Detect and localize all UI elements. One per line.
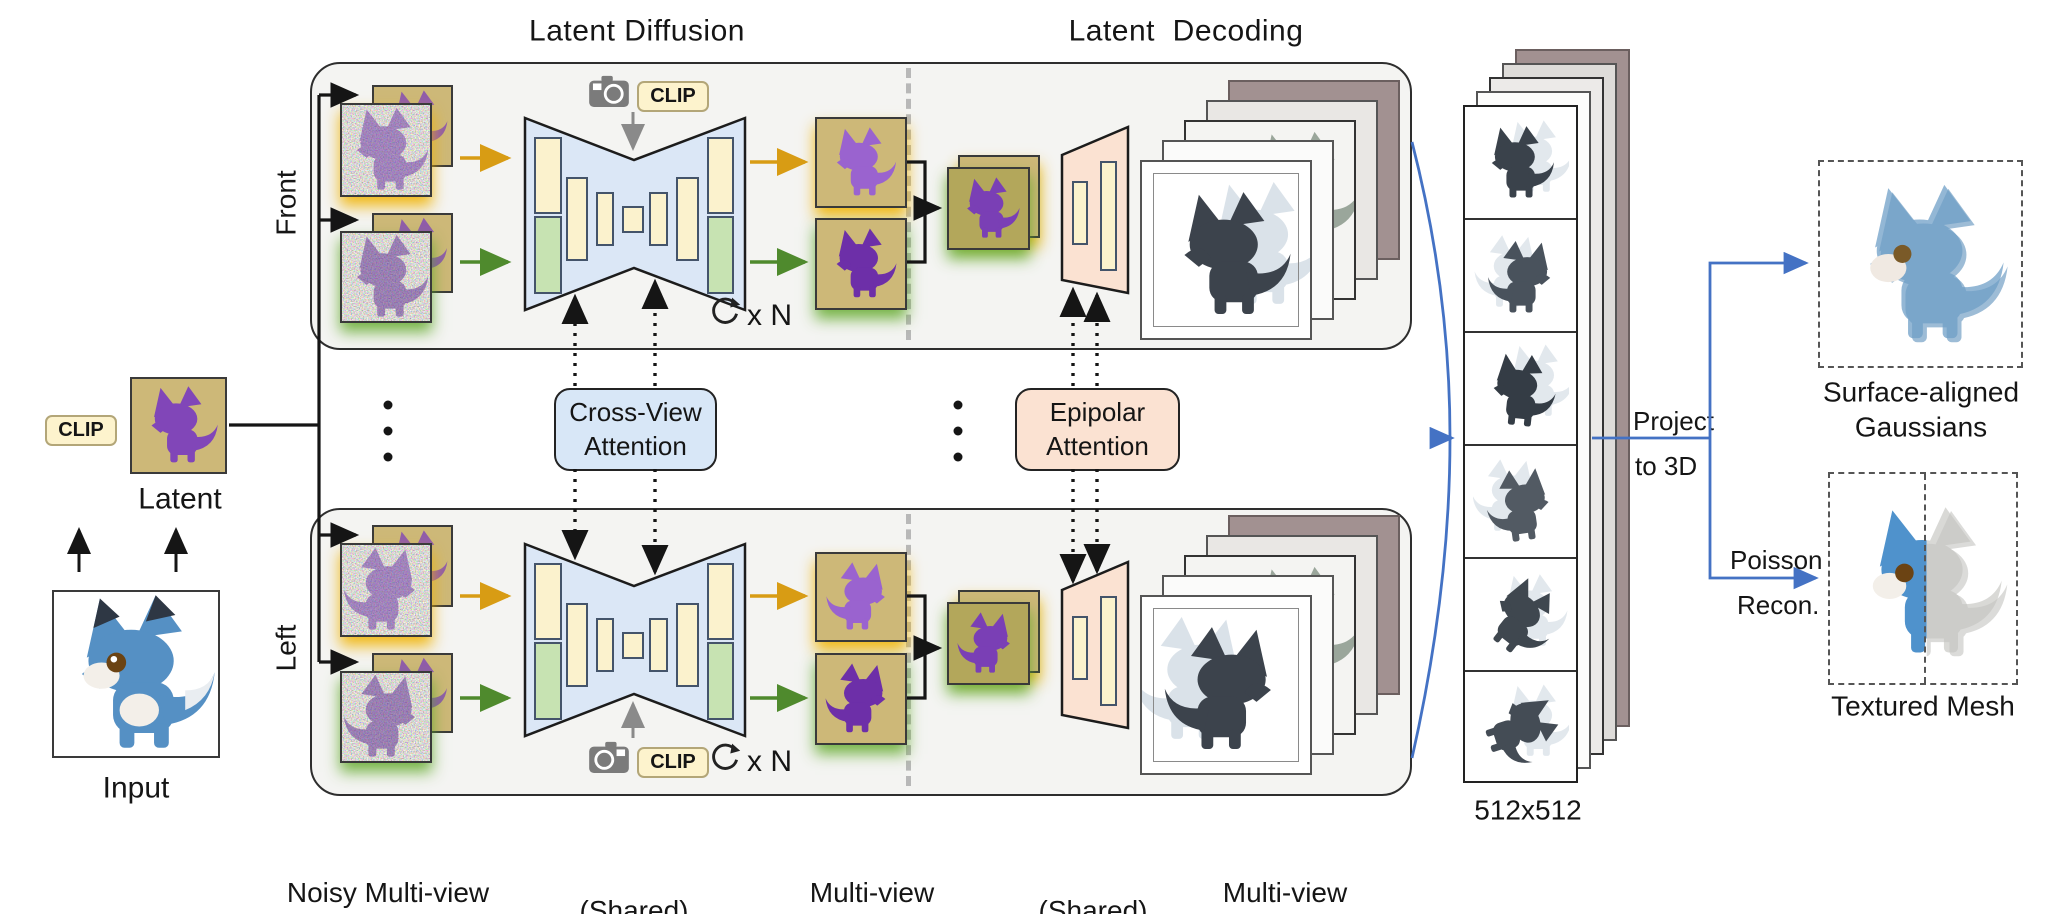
- more-views-dots-right: [953, 400, 963, 462]
- clip-badge-top: CLIP: [637, 81, 709, 112]
- repeat-cycle-icon-bottom: [712, 743, 741, 770]
- clip-badge-bottom: CLIP: [637, 747, 709, 778]
- project-label-line1: Project: [1633, 406, 1714, 436]
- epipolar-attention-box: Epipolar Attention: [1015, 388, 1180, 471]
- more-views-dots-left: [383, 400, 393, 462]
- stacked-latents-front-top: [947, 167, 1030, 250]
- caption-mv-latents: Multi-viewDepth & RGBLatents: [787, 877, 957, 914]
- repeat-cycle-icon-top: [712, 297, 741, 324]
- latent-label: Latent: [138, 482, 222, 516]
- decoded-depth-image-top: [1140, 160, 1312, 340]
- poisson-label-line1: Poisson: [1730, 545, 1823, 575]
- epipolar-line1: Epipolar: [1049, 396, 1146, 427]
- epipolar-line2: Attention: [1046, 430, 1149, 461]
- cross-view-line1: Cross-View: [569, 396, 702, 427]
- noisy-depth-latent-top: [340, 231, 432, 323]
- caption-gaussian-features: Multi-viewDepth, RGB,Gaussian Features: [1206, 877, 1365, 914]
- textured-mesh-image: [1828, 472, 2018, 685]
- gaussians-label-line2: Gaussians: [1854, 411, 1988, 443]
- decoded-depth-image-bottom: [1140, 595, 1312, 775]
- repeat-label-bottom: x N: [747, 745, 792, 778]
- latent-decoding-title: Latent Decoding: [1068, 14, 1304, 48]
- strip-view-4: [1465, 446, 1576, 559]
- depth-latent-out-top: [815, 218, 907, 310]
- noisy-rgb-latent-bot: [340, 543, 432, 637]
- camera-icon-bottom: [588, 740, 630, 774]
- rgb-latent-out-top: [815, 117, 907, 208]
- caption-branched-unet: (Shared)Branched U-Net: [579, 895, 689, 914]
- gaussians-image: [1818, 160, 2023, 368]
- input-to-latent-arrows: [67, 527, 188, 572]
- repeat-label-top: x N: [747, 299, 792, 332]
- project-label-line2: to 3D: [1635, 451, 1698, 481]
- gaussians-label-line1: Surface-aligned: [1822, 376, 2020, 408]
- caption-noisy-latents: Noisy Multi-viewDepth & RGBLatents: [286, 877, 490, 914]
- depth-latent-out-bottom: [815, 653, 907, 745]
- strip-view-1: [1465, 107, 1576, 220]
- input-image: [52, 590, 220, 758]
- input-label: Input: [102, 771, 170, 805]
- clip-label: CLIP: [58, 419, 104, 441]
- textured-mesh-label: Textured Mesh: [1831, 690, 2015, 722]
- latent-diffusion-title: Latent Diffusion: [529, 14, 745, 48]
- strip-view-6: [1465, 672, 1576, 785]
- poisson-label-line2: Recon.: [1737, 590, 1820, 620]
- cross-view-attention-box: Cross-View Attention: [554, 388, 717, 471]
- clip-badge-input: CLIP: [45, 415, 117, 446]
- stacked-latents-front-bottom: [947, 602, 1030, 685]
- noisy-rgb-latent-top: [340, 103, 432, 197]
- resolution-label: 512x512: [1474, 794, 1582, 826]
- multiview-filmstrip: [1463, 105, 1578, 783]
- clip-label: CLIP: [650, 85, 696, 107]
- strip-view-3: [1465, 333, 1576, 446]
- rgb-latent-out-bottom: [815, 552, 907, 642]
- cross-view-line2: Attention: [584, 430, 687, 461]
- caption-shared-decoder: (Shared)Decoder: [1038, 895, 1148, 914]
- noisy-depth-latent-bot: [340, 671, 432, 763]
- latent-image: [130, 377, 227, 474]
- front-view-label: Front: [270, 170, 302, 236]
- panels-to-strip-brace: [1410, 141, 1455, 759]
- strip-view-2: [1465, 220, 1576, 333]
- mesh-split-line: [1924, 474, 1926, 683]
- left-view-label: Left: [270, 624, 302, 672]
- clip-label: CLIP: [650, 751, 696, 773]
- strip-view-5: [1465, 559, 1576, 672]
- camera-icon-top: [588, 74, 630, 108]
